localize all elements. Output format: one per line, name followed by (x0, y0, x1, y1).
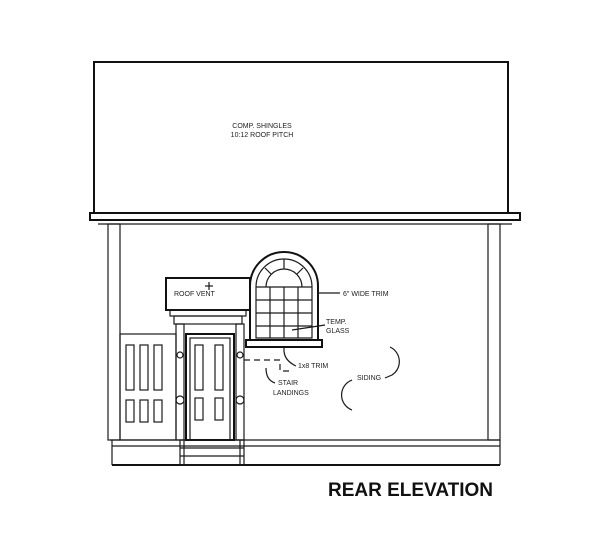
rear-door (185, 333, 235, 441)
roof-note-pitch: 10:12 ROOF PITCH (231, 132, 294, 139)
roof-note-shingles: COMP. SHINGLES (232, 123, 292, 130)
temp-glass-label-2: GLASS (326, 328, 350, 335)
stair-label-1: STAIR (278, 380, 298, 387)
drawing-title: REAR ELEVATION (328, 480, 493, 501)
eave-fascia (89, 212, 521, 225)
porch-hood: ROOF VENT (165, 277, 251, 325)
porch-railing (119, 333, 177, 441)
stair-label-2: LANDINGS (273, 390, 309, 397)
trim-1x8-label: 1x8 TRIM (298, 363, 328, 370)
annotations: 6" WIDE TRIM TEMP. GLASS 1x8 TRIM STAIR … (244, 291, 400, 411)
roof-vent-label: ROOF VENT (174, 291, 216, 298)
wall (107, 223, 501, 466)
siding-label: SIDING (357, 375, 381, 382)
stairs (179, 439, 245, 466)
temp-glass-label-1: TEMP. (326, 319, 347, 326)
arched-window (245, 251, 323, 348)
wide-trim-label: 6" WIDE TRIM (343, 291, 389, 298)
roof: COMP. SHINGLES 10:12 ROOF PITCH (93, 61, 509, 214)
window-grid (256, 287, 312, 338)
